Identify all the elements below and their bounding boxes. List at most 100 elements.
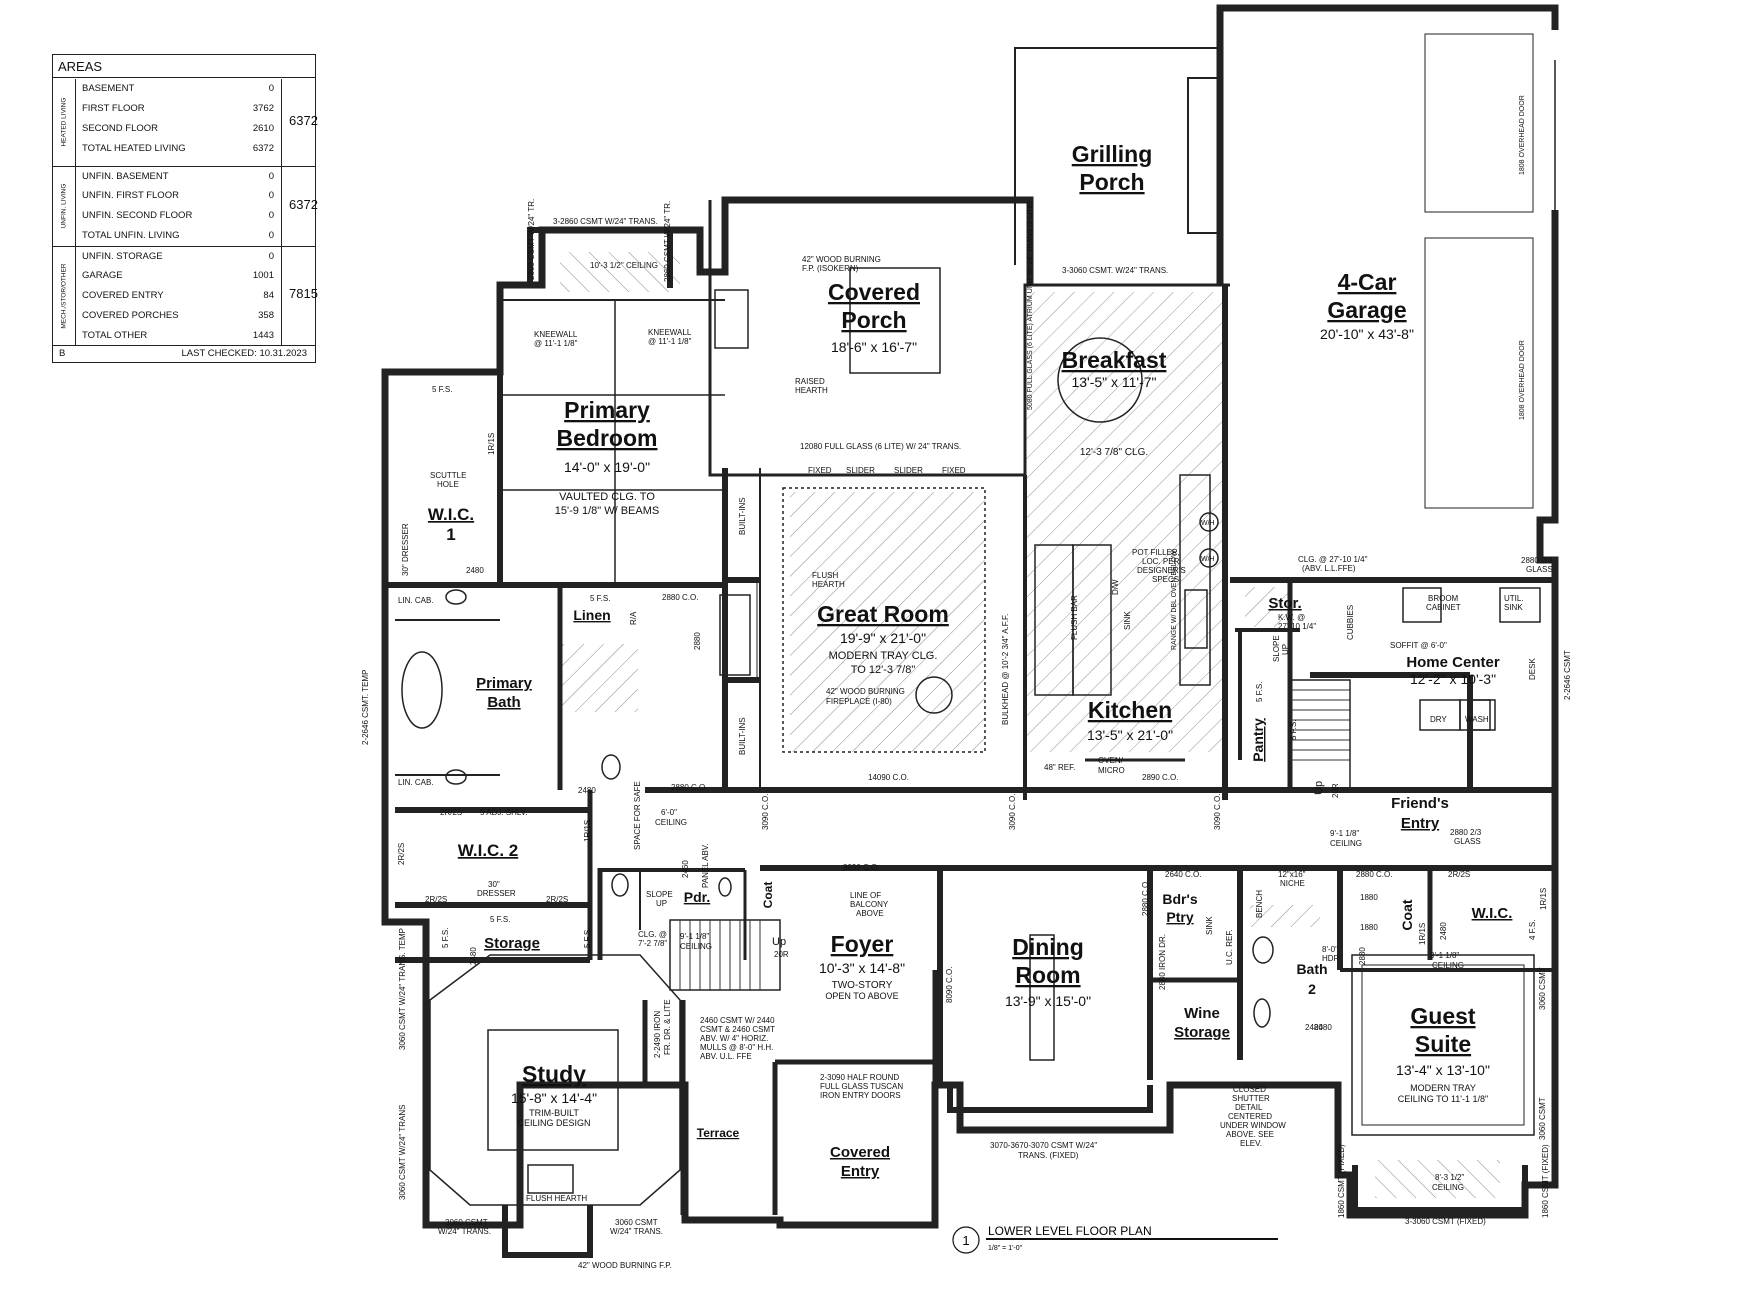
note: ABV. W/ 4" HORIZ. xyxy=(700,1034,768,1043)
room-study: Study xyxy=(522,1061,586,1087)
note: ELEV. xyxy=(1240,1139,1262,1148)
note: DETAIL xyxy=(1235,1103,1263,1112)
note: 2480 xyxy=(466,566,484,575)
note: 12"x16" xyxy=(1278,870,1306,879)
hatched-areas xyxy=(560,252,1500,1198)
note: 3090 C.O. xyxy=(1213,794,1222,830)
note: CEILING xyxy=(1432,1183,1464,1192)
note: UTIL. xyxy=(1504,594,1524,603)
note: SPACE FOR SAFE xyxy=(633,781,642,850)
room-great-room-note1: MODERN TRAY CLG. xyxy=(829,650,938,662)
note: BALCONY xyxy=(850,900,889,909)
note: 30" DRESSER xyxy=(401,523,410,576)
note: 3060 CSMT xyxy=(1538,967,1547,1010)
note: SINK xyxy=(1504,603,1523,612)
note: W/24" TRANS. xyxy=(438,1227,491,1236)
note: 2-3090 HALF ROUND xyxy=(820,1073,899,1082)
room-great-room-dims: 19'-9" x 21'-0" xyxy=(840,630,926,646)
note: POT FILLER, xyxy=(1132,548,1180,557)
note: HOLE xyxy=(437,480,459,489)
room-primary-bedroom-dims: 14'-0" x 19'-0" xyxy=(564,459,650,475)
note: 20R xyxy=(774,950,789,959)
room-primary-bath-2: Bath xyxy=(487,694,520,711)
note: CEILING xyxy=(680,942,712,951)
note: HEARTH xyxy=(795,386,828,395)
room-garage-dims: 20'-10" x 43'-8" xyxy=(1320,326,1414,342)
fixtures xyxy=(401,267,1541,1194)
room-garage-2: Garage xyxy=(1327,297,1406,323)
note: 2-2646 CSMT xyxy=(1563,650,1572,700)
note: 5 F.S. xyxy=(1289,720,1298,740)
note: DRESSER xyxy=(477,889,516,898)
note: 42" WOOD BURNING xyxy=(802,255,881,264)
room-home-center-dims: 12'-2" x 10'-3" xyxy=(1410,671,1496,687)
note: 3060 CSMT W/24" TRANS. TEMP xyxy=(398,928,407,1050)
room-covered-porch-2: Porch xyxy=(841,307,906,333)
room-dining-1: Dining xyxy=(1012,934,1084,960)
note: F.P. (ISOKERN) xyxy=(802,264,859,273)
note: DRY xyxy=(1430,715,1447,724)
note: SLOPE xyxy=(646,890,673,899)
room-wic3: W.I.C. xyxy=(1472,905,1513,922)
note: 1808 OVERHEAD DOOR xyxy=(1519,340,1526,420)
note: CSMT & 2460 CSMT xyxy=(700,1025,775,1034)
note: 2880 xyxy=(693,632,702,650)
room-dining-2: Room xyxy=(1015,962,1080,988)
room-kitchen: Kitchen xyxy=(1088,697,1172,723)
note: 2R/2S xyxy=(425,895,447,904)
plan-title-text: LOWER LEVEL FLOOR PLAN xyxy=(988,1224,1152,1238)
note: 3060 CSMT xyxy=(615,1218,658,1227)
note: 7'-2 7/8" xyxy=(638,939,667,948)
note: GLASS xyxy=(1454,837,1481,846)
note: 2880 IRON DR. xyxy=(1158,934,1167,990)
plan-title-scale: 1/8" = 1'-0" xyxy=(988,1245,1023,1252)
note: 3-3060 CSMT. W/24" TRANS. xyxy=(1062,266,1168,275)
note: 2R/2S xyxy=(440,808,462,817)
note: 48" REF. xyxy=(1044,763,1075,772)
room-grilling-porch-2: Porch xyxy=(1079,169,1144,195)
note: NICHE xyxy=(1280,879,1305,888)
note: 1R/1S xyxy=(1418,923,1427,945)
note: 3060 CSMT xyxy=(1538,1097,1547,1140)
note: FLUSH xyxy=(812,571,838,580)
note: LOC. PER xyxy=(1142,557,1180,566)
room-wic1-2: 1 xyxy=(446,525,455,544)
note: CLOSED xyxy=(1233,1085,1266,1094)
note: 2480 xyxy=(469,947,478,965)
note: UNDER WINDOW xyxy=(1220,1121,1286,1130)
note: 5 F.S. xyxy=(490,915,510,924)
note: 2480 xyxy=(1314,1023,1332,1032)
room-primary-bedroom-note2: 15'-9 1/8" W/ BEAMS xyxy=(555,505,659,517)
note: BROOM xyxy=(1428,594,1459,603)
note: 5 F.S. xyxy=(583,928,592,948)
note: 5 ADJ. SHLV. xyxy=(480,808,528,817)
note: SHUTTER xyxy=(1232,1094,1270,1103)
note: IRON ENTRY DOORS xyxy=(820,1091,901,1100)
note: 9'-1 1/8" xyxy=(1330,829,1359,838)
room-great-room: Great Room xyxy=(817,601,949,627)
note: 2R/2S xyxy=(1448,870,1470,879)
note: OVEN/ xyxy=(1098,756,1124,765)
room-bath2-1: Bath xyxy=(1296,961,1327,977)
note: 1808 OVERHEAD DOOR xyxy=(1519,95,1526,175)
room-friends-entry-1: Friend's xyxy=(1391,795,1449,812)
annotations: 3-2860 CSMT W/24" TRANS. 2860 CSMT W/24"… xyxy=(361,95,1572,1270)
note: 2880 C.O. xyxy=(1356,870,1392,879)
note: CEILING xyxy=(655,818,687,827)
note: 3-3060 CSMT (FIXED) xyxy=(1405,1217,1486,1226)
note: 42" WOOD BURNING F.P. xyxy=(578,1261,672,1270)
room-friends-entry-2: Entry xyxy=(1401,815,1440,832)
note: LIN. CAB. xyxy=(398,596,434,605)
note: 5 F.S. xyxy=(441,928,450,948)
note: 2640 C.O. xyxy=(1165,870,1201,879)
room-wine-2: Storage xyxy=(1174,1024,1230,1041)
note: SLOPE xyxy=(1272,635,1281,662)
note: SINK xyxy=(1205,916,1214,935)
note: 3060 CSMT W/24" TRANS xyxy=(398,1105,407,1200)
